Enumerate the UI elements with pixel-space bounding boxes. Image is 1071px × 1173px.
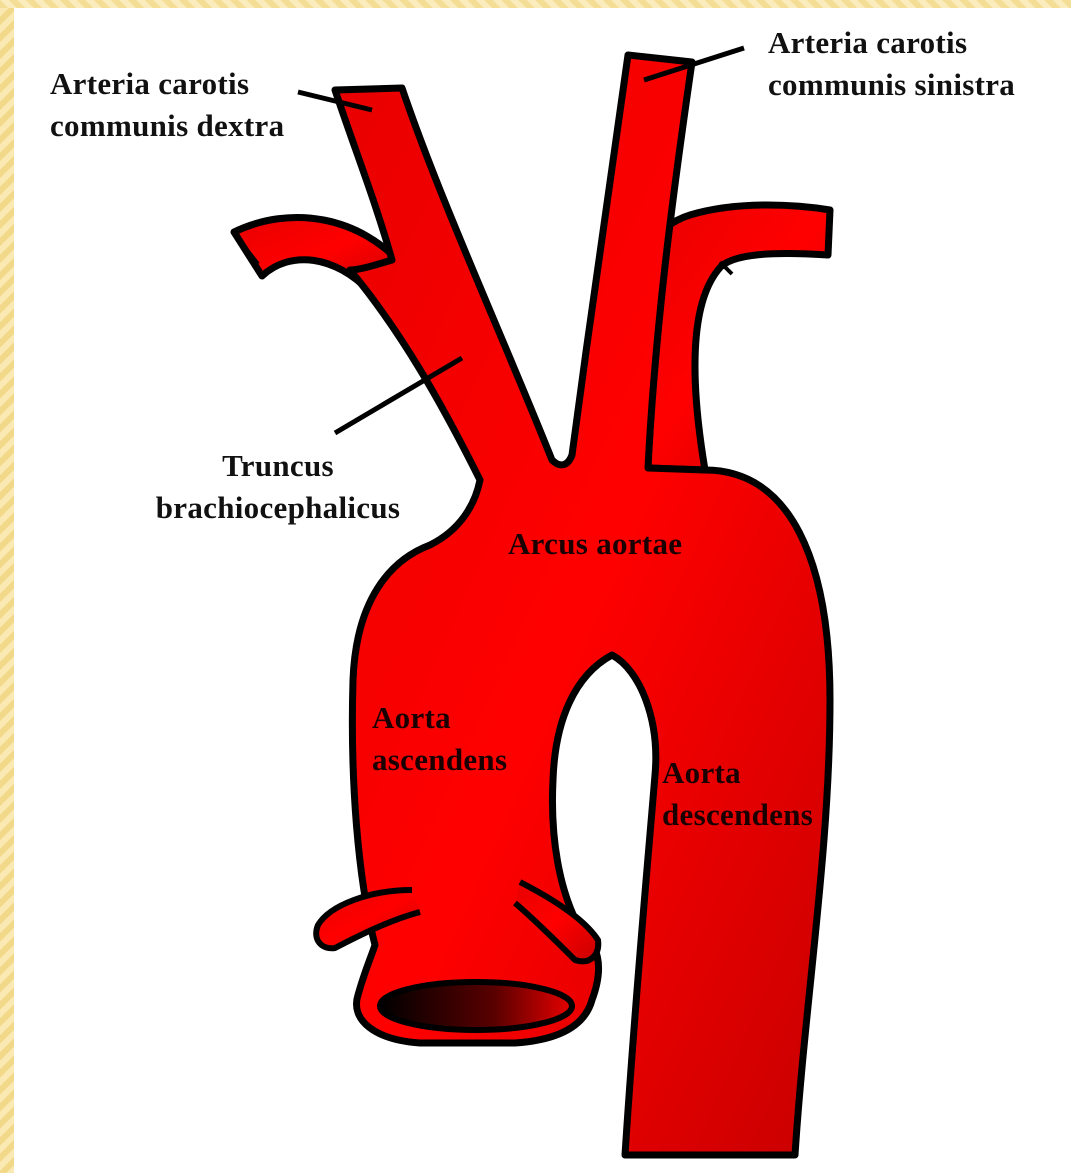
label-ascendens-line2: ascendens (372, 742, 507, 777)
label-arcus-text: Arcus aortae (508, 526, 682, 561)
label-carotis-dextra: Arteria carotis communis dextra (50, 63, 284, 147)
label-carotis-dextra-line2: communis dextra (50, 108, 284, 143)
label-carotis-sinistra: Arteria carotis communis sinistra (768, 22, 1015, 106)
label-descendens-line2: descendens (662, 797, 813, 832)
label-arcus: Arcus aortae (508, 523, 682, 565)
label-carotis-sinistra-line1: Arteria carotis (768, 25, 967, 60)
label-truncus: Truncus brachiocephalicus (128, 445, 428, 529)
label-descendens: Aorta descendens (662, 752, 813, 836)
label-ascendens-line1: Aorta (372, 700, 451, 735)
label-carotis-sinistra-line2: communis sinistra (768, 67, 1015, 102)
label-ascendens: Aorta ascendens (372, 697, 507, 781)
label-truncus-line1: Truncus (222, 448, 334, 483)
label-truncus-line2: brachiocephalicus (156, 490, 401, 525)
label-carotis-dextra-line1: Arteria carotis (50, 66, 249, 101)
label-descendens-line1: Aorta (662, 755, 741, 790)
aortic-root-lumen (380, 982, 572, 1030)
